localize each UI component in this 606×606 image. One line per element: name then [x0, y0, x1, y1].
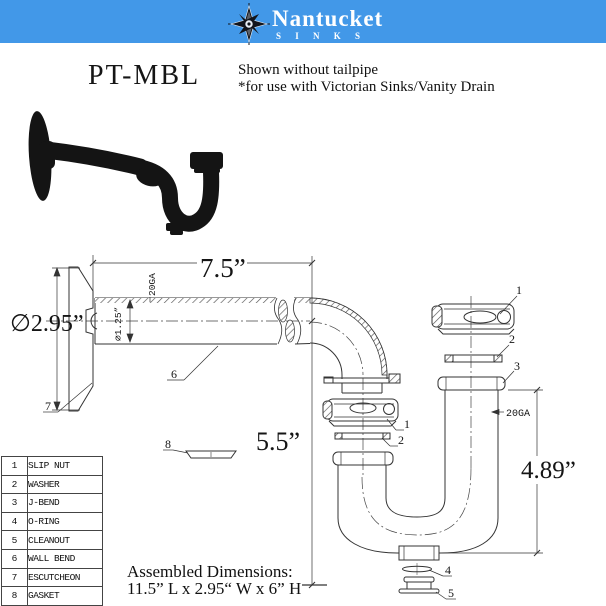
header-bar [0, 0, 606, 43]
note-line-1: Shown without tailpipe [238, 62, 378, 78]
part-name: WALL BEND [27, 548, 103, 569]
callout-6: 6 [171, 367, 177, 381]
part-name: ESCUTCHEON [27, 567, 103, 588]
dim-jbend-label: 4.89” [521, 457, 576, 484]
callout-1-middle: 1 [404, 417, 410, 431]
callout-7: 7 [45, 399, 51, 413]
dim-length [89, 255, 316, 585]
callout-1-exploded: 1 [516, 283, 522, 297]
assembled-dimensions-value: 11.5” L x 2.95“ W x 6” H [127, 579, 302, 598]
callout-5: 5 [448, 586, 454, 600]
callout-2-middle: 2 [398, 433, 404, 447]
brand-subtitle: S I N K S [276, 31, 367, 41]
compass-logo-icon [228, 3, 270, 45]
dim-escutcheon-label: ∅2.95” [10, 311, 84, 337]
callout-leaders [43, 295, 518, 600]
dim-escutcheon [52, 267, 80, 411]
centerlines [46, 296, 472, 536]
part-number: 8 [1, 586, 28, 606]
dim-drop-ticks [302, 581, 327, 589]
part-name: J-BEND [27, 493, 103, 513]
part-number: 6 [1, 548, 28, 569]
gauge-leader-right [490, 409, 504, 415]
gauge-label-left: 20GA [147, 273, 158, 296]
wall-bend-drawing [94, 297, 401, 394]
dim-drop-label: 5.5” [256, 427, 300, 456]
part-name: CLEANOUT [27, 530, 103, 550]
callout-8: 8 [165, 437, 171, 451]
assembled-dimensions-title: Assembled Dimensions: [127, 562, 293, 581]
washer-middle-drawing [334, 432, 391, 440]
part-number: 2 [1, 474, 28, 495]
dim-jbend-height [442, 386, 543, 557]
part-name: SLIP NUT [27, 456, 103, 476]
washer-exploded-drawing [444, 354, 503, 363]
brand-name: Nantucket [272, 6, 384, 31]
j-bend-drawing [332, 376, 506, 561]
dim-pipe-diameter [126, 299, 134, 343]
callout-2-exploded: 2 [509, 332, 515, 346]
callout-4: 4 [445, 563, 451, 577]
o-ring-drawing [402, 563, 432, 575]
dim-length-label: 7.5” [200, 253, 246, 283]
gauge-label-right: 20GA [506, 409, 530, 420]
part-number: 3 [1, 493, 28, 513]
part-number: 5 [1, 530, 28, 550]
slip-nut-middle-drawing [322, 398, 399, 427]
part-number: 7 [1, 567, 28, 588]
slip-nut-exploded-drawing [431, 303, 515, 335]
dim-pipe-dia-label: ∅1.25” [113, 307, 124, 341]
product-photo [28, 111, 223, 235]
model-number: PT-MBL [88, 60, 201, 91]
part-name: GASKET [27, 586, 103, 606]
note-line-2: *for use with Victorian Sinks/Vanity Dra… [238, 79, 495, 95]
gasket-drawing [185, 450, 237, 459]
cleanout-drawing [398, 576, 440, 594]
callout-3: 3 [514, 359, 520, 373]
part-name: O-RING [27, 511, 103, 532]
part-number: 4 [1, 511, 28, 532]
drawing-labels: 7.5” ∅2.95” 5.5” 4.89” ∅1.25” 20GA 20GA … [10, 253, 576, 600]
part-number: 1 [1, 456, 28, 476]
part-name: WASHER [27, 474, 103, 495]
assembly-drawing [43, 255, 543, 600]
